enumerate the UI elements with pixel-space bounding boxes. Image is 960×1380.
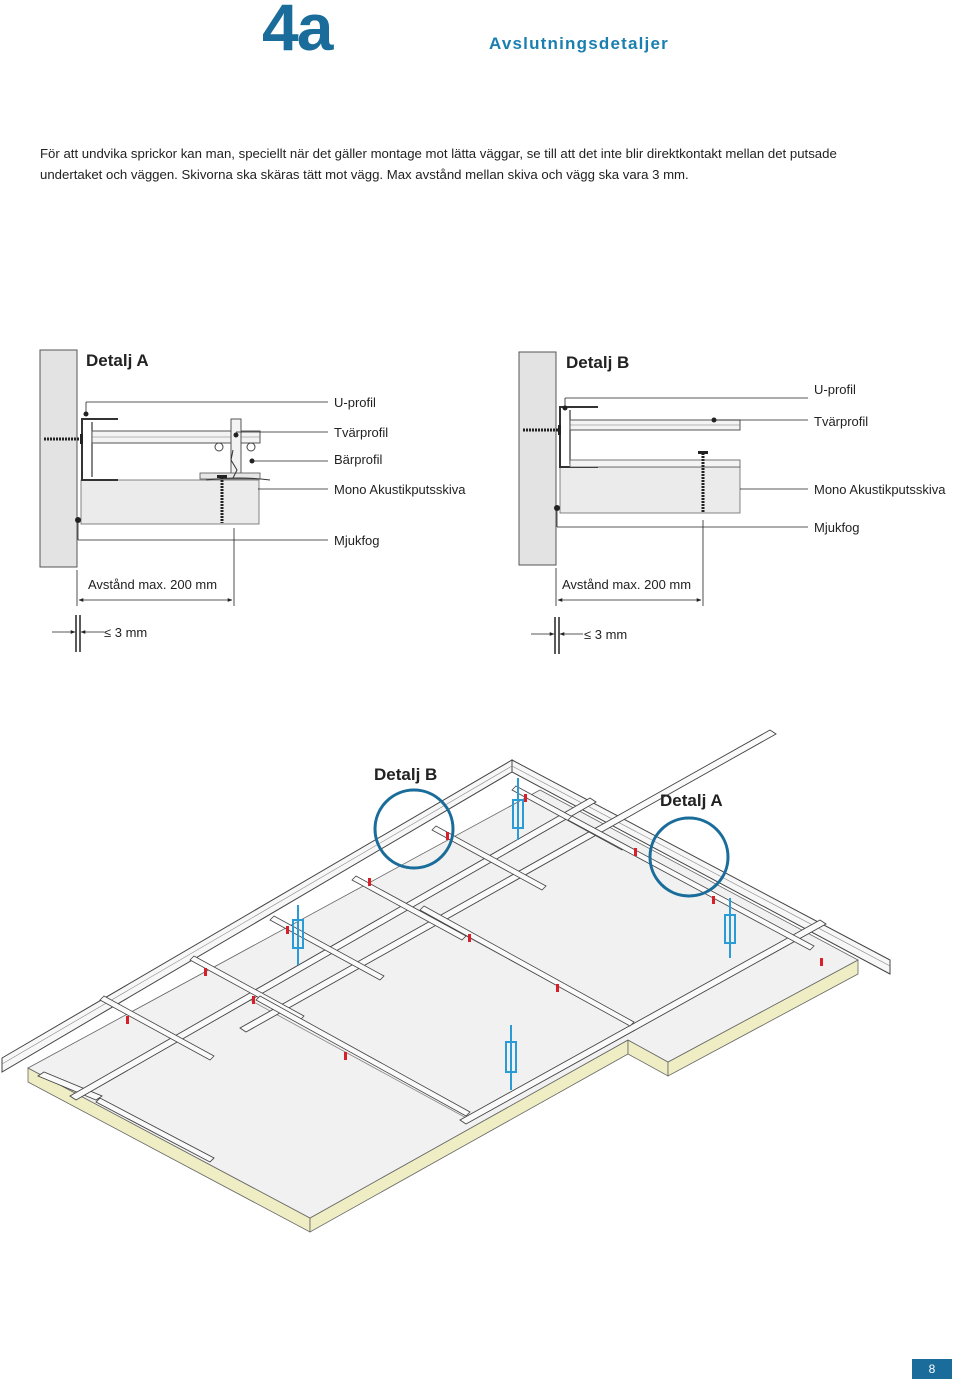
section-number: 4a: [262, 0, 333, 64]
callout-circle-a: [648, 816, 730, 898]
u-profile: [559, 406, 598, 468]
clips: [126, 794, 823, 1060]
detail-a-label-mono: Mono Akustikputsskiva: [334, 482, 466, 497]
detail-a-heading: Detalj A: [86, 351, 149, 370]
page-number: 8: [912, 1359, 952, 1379]
detail-a-label-u-profil: U-profil: [334, 395, 376, 410]
detail-a-drawing: [39, 349, 328, 652]
detail-b-heading: Detalj B: [566, 353, 629, 372]
board-surface: [27, 789, 859, 1219]
detail-a-label-mjukfog: Mjukfog: [334, 533, 380, 548]
detail-a-label-barprofil: Bärprofil: [334, 452, 383, 467]
detail-b-drawing: [518, 351, 808, 654]
detail-b-label-u-profil: U-profil: [814, 382, 856, 397]
callout-circle-b: [373, 788, 455, 870]
cross-profile: [99, 995, 215, 1061]
detail-b-label-mjukfog: Mjukfog: [814, 520, 860, 535]
detail-b-gap: ≤ 3 mm: [584, 627, 627, 642]
detail-a-distance: Avstånd max. 200 mm: [88, 577, 217, 592]
detail-a-gap: ≤ 3 mm: [104, 625, 147, 640]
detail-b-label-tvarprofil: Tvärprofil: [814, 414, 868, 429]
iso-callout-b: Detalj B: [374, 765, 437, 784]
iso-callout-a: Detalj A: [660, 791, 723, 810]
wall: [518, 351, 557, 566]
detail-b-label-mono: Mono Akustikputsskiva: [814, 482, 946, 497]
isometric-ceiling: [1, 729, 891, 1233]
u-profile: [81, 418, 118, 481]
detail-b-distance: Avstånd max. 200 mm: [562, 577, 691, 592]
page-title: Avslutningsdetaljer: [489, 34, 669, 53]
wall-u-profile-right: [511, 759, 891, 975]
board: [80, 479, 260, 525]
intro-line-2: undertaket och väggen. Skivorna ska skär…: [40, 167, 689, 182]
board: [559, 466, 741, 514]
detail-a-label-tvarprofil: Tvärprofil: [334, 425, 388, 440]
intro-line-1: För att undvika sprickor kan man, specie…: [40, 146, 837, 161]
hanger: [292, 778, 736, 1090]
wall: [39, 349, 78, 568]
main-profile-2: [95, 1097, 215, 1163]
intro-text: För att undvika sprickor kan man, specie…: [40, 143, 920, 185]
